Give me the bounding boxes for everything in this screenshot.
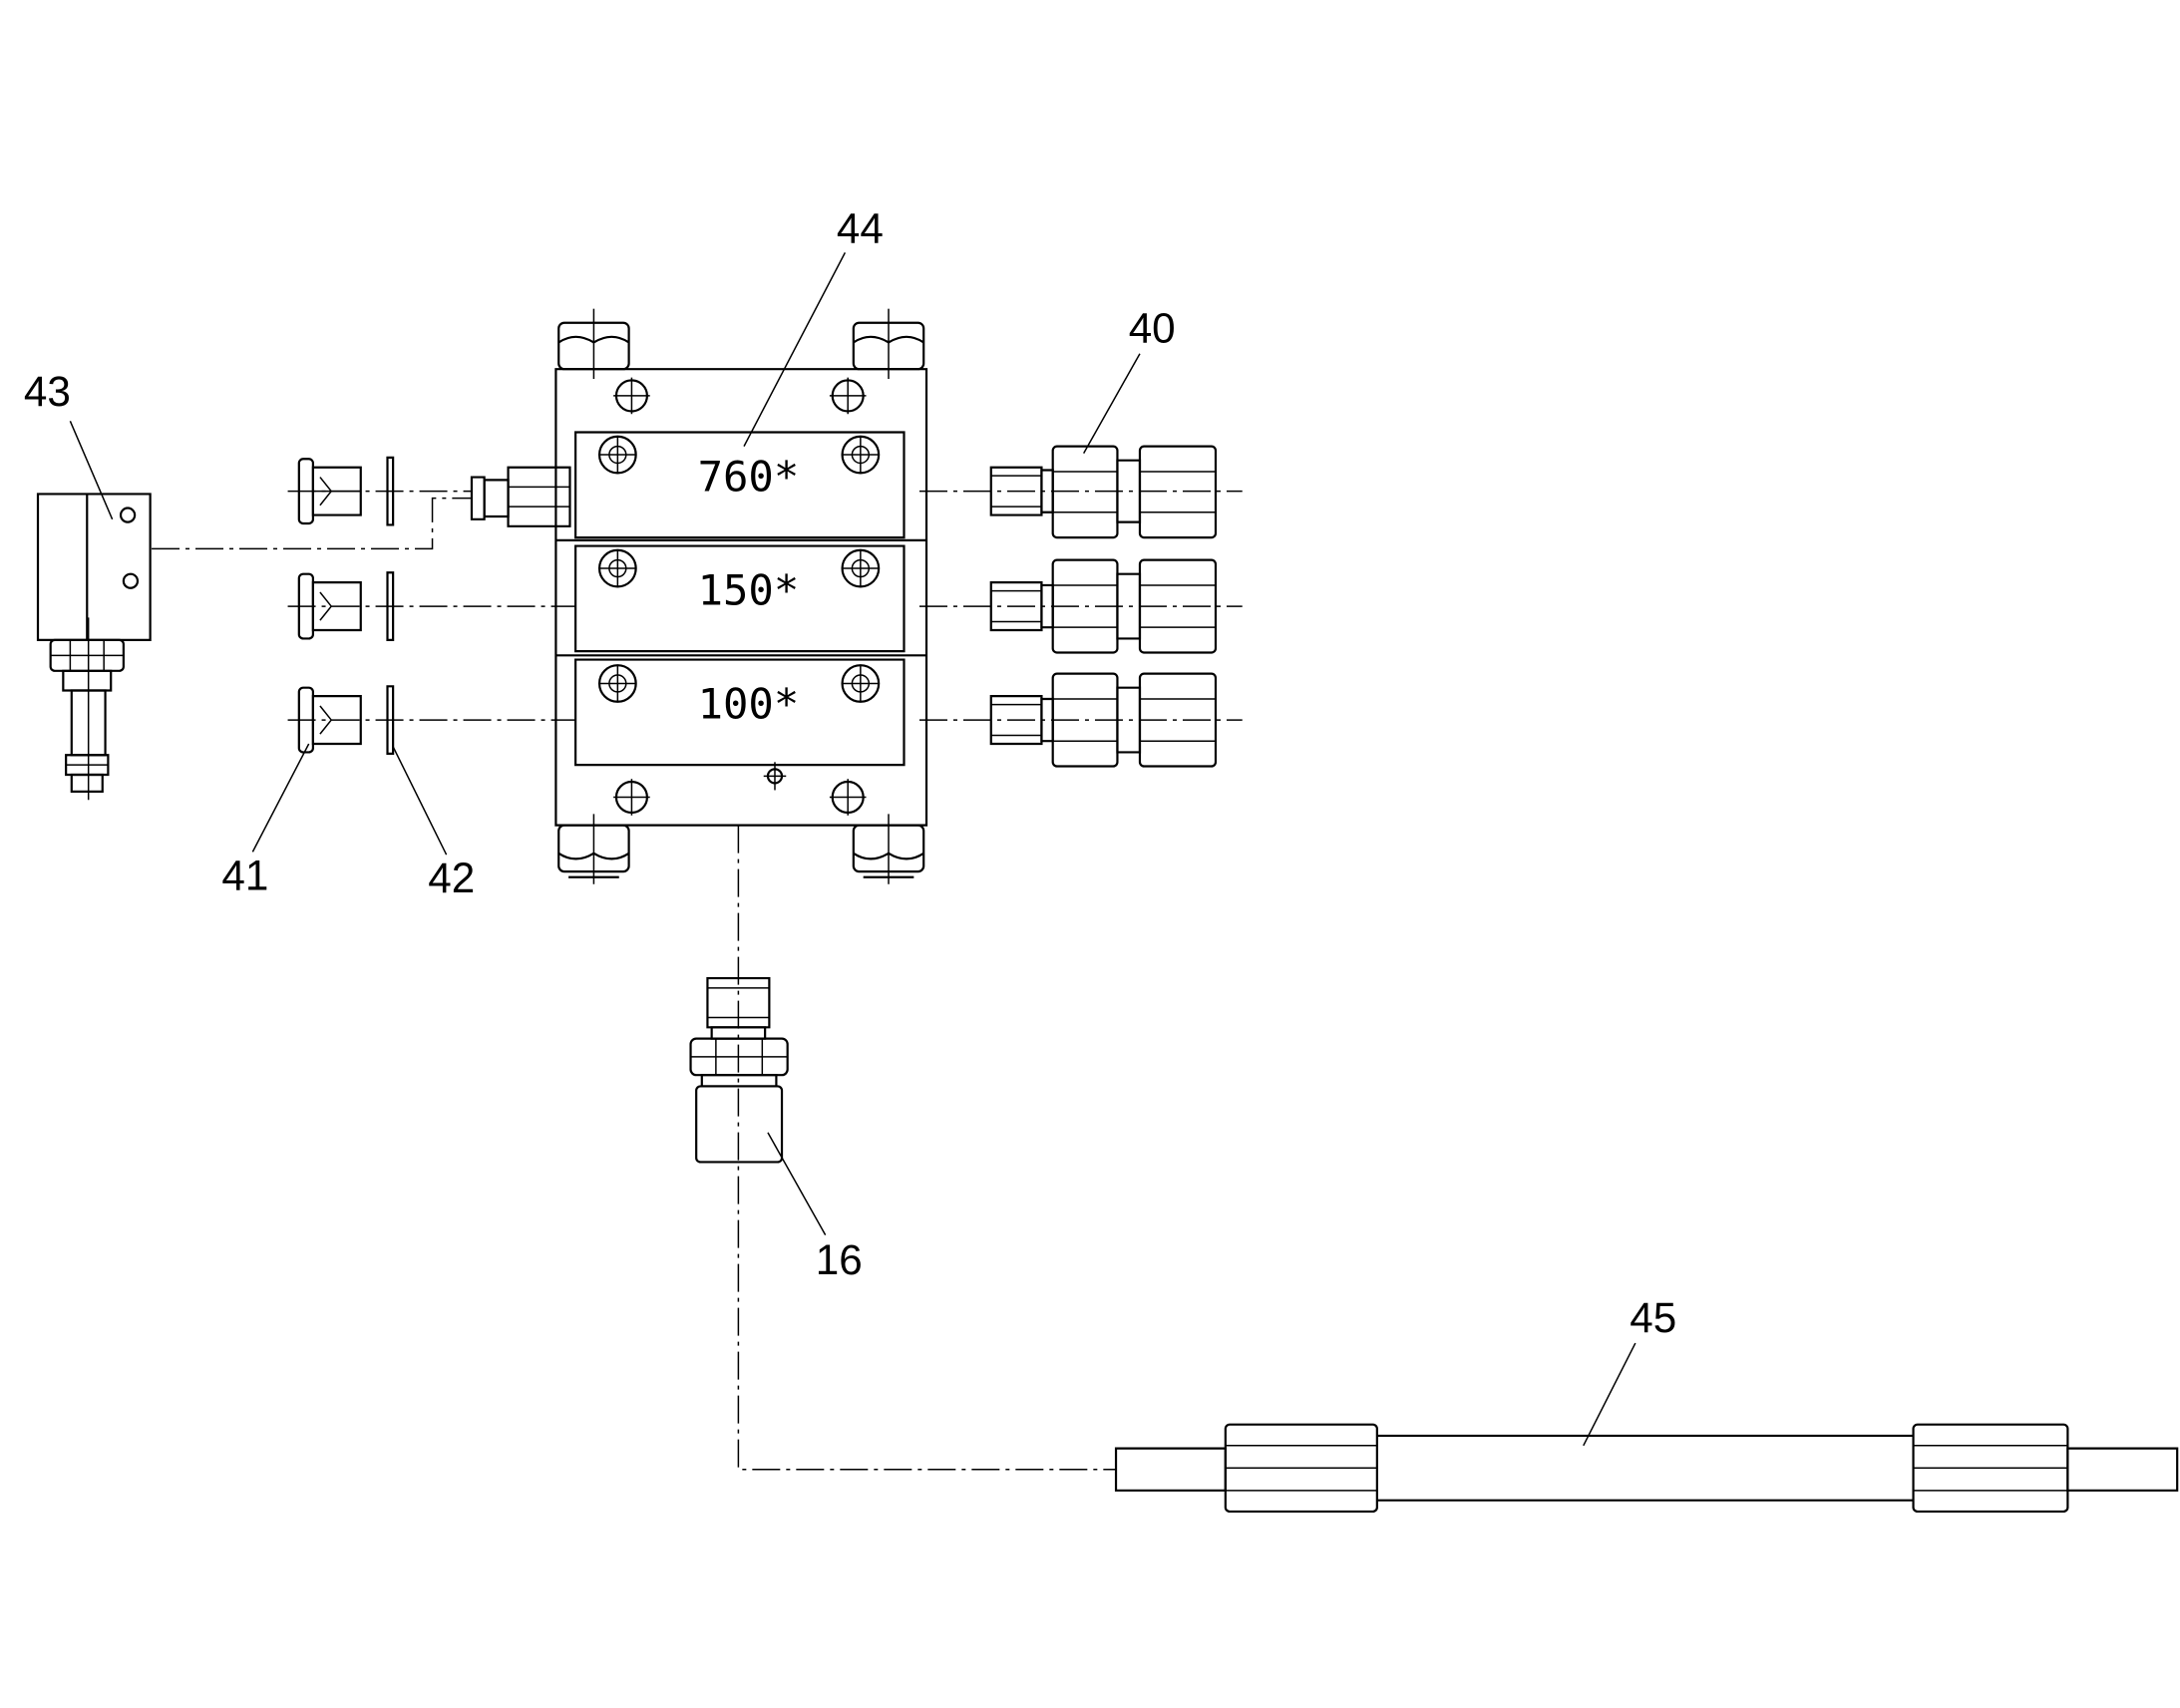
body-hole-icon (613, 378, 866, 816)
callout-45: 45 (1630, 1294, 1676, 1341)
side-stub-fitting (472, 468, 570, 526)
callout-44: 44 (837, 205, 884, 252)
callout-40: 40 (1129, 304, 1176, 351)
callout-43: 43 (24, 368, 71, 415)
leader-lines (70, 252, 1635, 1445)
callout-16: 16 (816, 1236, 863, 1283)
plug-screw-set (299, 458, 393, 754)
callout-numbers: 44 40 43 41 42 16 45 (24, 205, 1676, 1341)
plate-label-100: 100* (698, 680, 800, 729)
plate-label-760: 760* (698, 453, 800, 502)
inlet-fitting (691, 978, 788, 1162)
callout-42: 42 (428, 854, 475, 901)
hose-assembly (1116, 1425, 2177, 1512)
corner-nut-icon (558, 309, 923, 884)
center-lines (152, 492, 1243, 1470)
distributor-block: 760* 150* 100* (472, 309, 926, 884)
plate-label-150: 150* (698, 566, 800, 615)
sensor-unit (38, 494, 151, 800)
plate-screw-icon (599, 437, 879, 702)
callout-41: 41 (221, 852, 268, 898)
outlet-fitting-set (991, 447, 1216, 767)
